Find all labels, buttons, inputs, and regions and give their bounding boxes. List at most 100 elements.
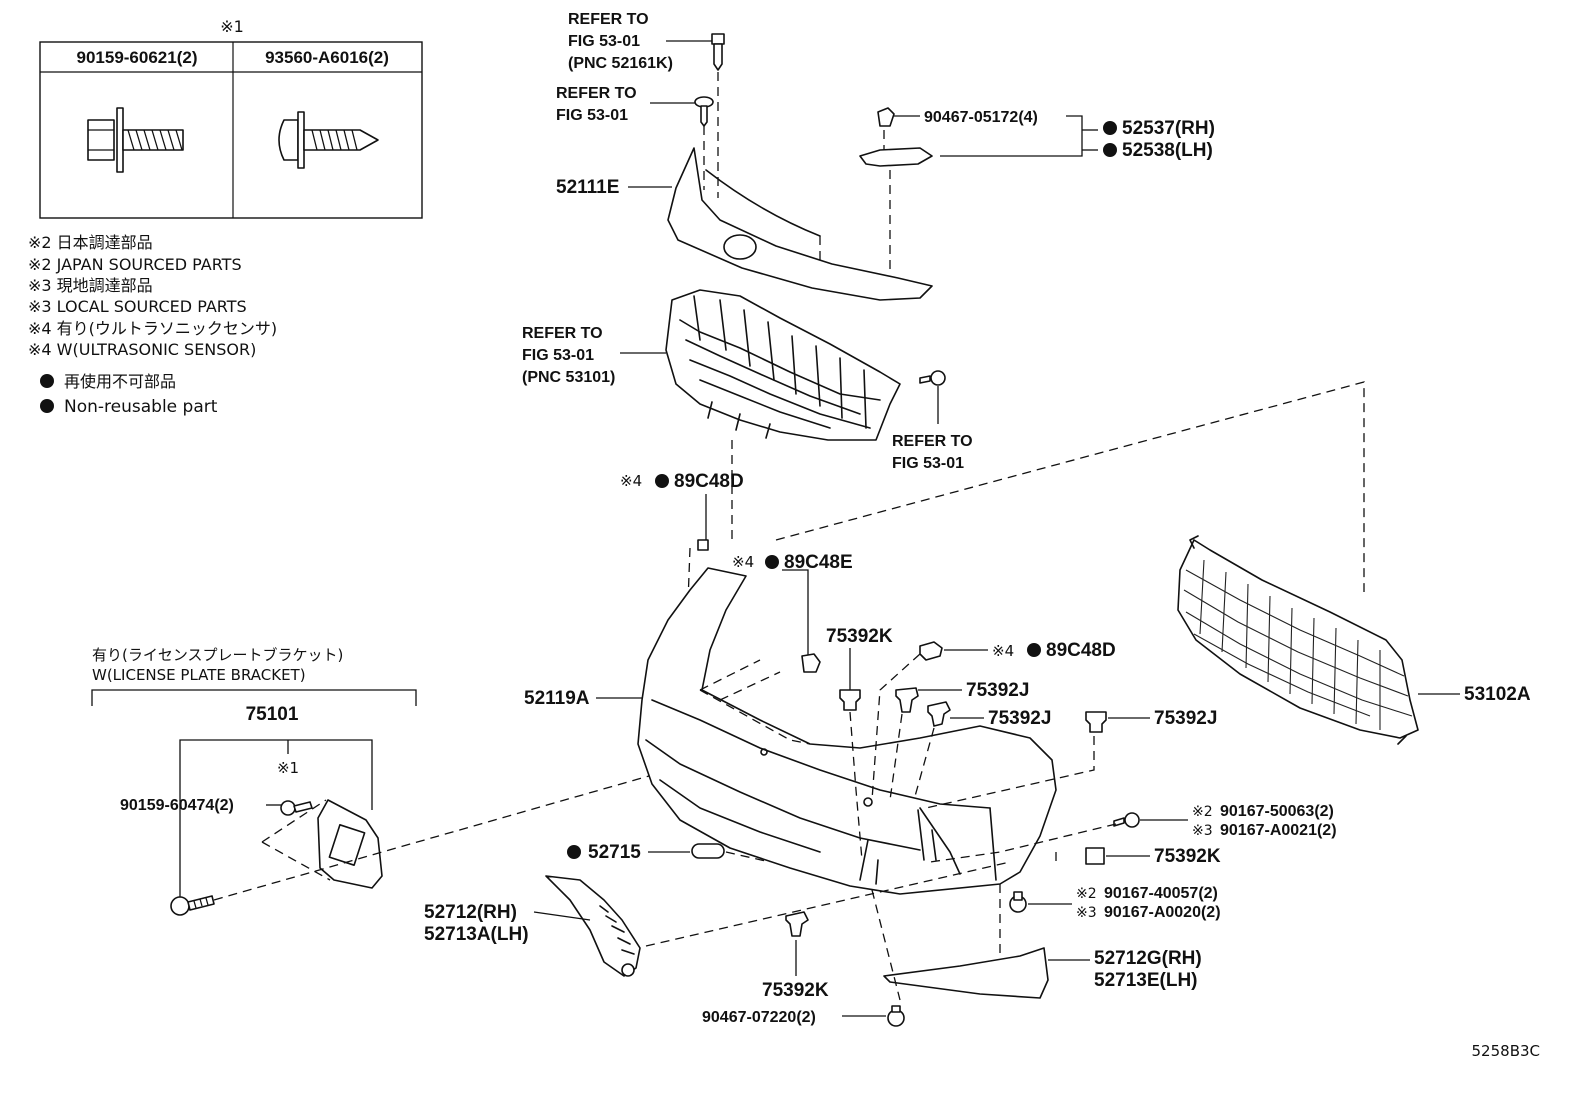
pan-screw-icon	[278, 111, 379, 169]
mark-3: ※3	[1076, 905, 1097, 921]
clip-icon	[839, 689, 861, 711]
part-52713A: 52713A(LH)	[424, 924, 529, 945]
figure-code: 5258B3C	[1472, 1042, 1540, 1060]
sensor-89C48E: 89C48E	[784, 552, 853, 573]
refer-label: REFER TO	[522, 325, 603, 342]
hex-bolt-icon	[87, 107, 184, 173]
refer-label: REFER TO	[568, 11, 649, 28]
nonreusable-en: Non-reusable part	[64, 397, 218, 417]
mark-4: ※4	[620, 472, 642, 490]
emblem-panel-52111E	[667, 147, 933, 301]
mark-4: ※4	[992, 642, 1014, 660]
refer-label: FIG 53-01	[892, 455, 964, 472]
license-bracket-plate	[317, 799, 383, 889]
screw-icon	[1009, 891, 1027, 913]
part-75392K: 75392K	[762, 980, 829, 1001]
bumper-extension-left	[545, 875, 641, 977]
fastener-legend-table: ※1 90159-60621(2) 93560-A6016(2)	[39, 17, 423, 219]
license-title-en: W(LICENSE PLATE BRACKET)	[92, 666, 306, 684]
sensor-89C48D: 89C48D	[674, 471, 744, 492]
mark-2: ※2	[1192, 804, 1213, 820]
legend-screw-part: 93560-A6016(2)	[265, 48, 389, 67]
part-52712: 52712(RH)	[424, 902, 517, 923]
clip-90467-05172: 90467-05172(4)	[924, 109, 1038, 126]
screw-icon	[694, 96, 714, 127]
refer-label: REFER TO	[556, 85, 637, 102]
part-75101: 75101	[246, 704, 299, 725]
refer-label: FIG 53-01	[556, 107, 628, 124]
nonreusable-dot-icon	[765, 555, 779, 569]
refer-label: FIG 53-01	[568, 33, 640, 50]
nonreusable-jp: 再使用不可部品	[64, 372, 176, 391]
part-53102A: 53102A	[1464, 684, 1531, 705]
clip-icon	[1085, 847, 1105, 865]
part-75392K: 75392K	[826, 626, 893, 647]
part-75392J: 75392J	[988, 708, 1051, 729]
screw-90167-40057: 90167-40057(2)	[1104, 885, 1218, 902]
note-2: ※2 JAPAN SOURCED PARTS	[28, 255, 242, 274]
refer-label: (PNC 53101)	[522, 369, 615, 386]
legend-bolt-part: 90159-60621(2)	[77, 48, 198, 67]
screw-90167-A0021: 90167-A0021(2)	[1220, 822, 1337, 839]
refer-label: FIG 53-01	[522, 347, 594, 364]
lower-grille	[1177, 535, 1419, 745]
part-75392J: 75392J	[966, 680, 1029, 701]
part-52111E: 52111E	[556, 177, 619, 198]
sensor-retainer	[919, 641, 943, 661]
seal-52715	[691, 843, 725, 859]
bracket-52537	[859, 147, 933, 167]
clip-icon	[1085, 711, 1107, 733]
license-mark: ※1	[277, 759, 299, 777]
note-1: ※2 日本調達部品	[28, 233, 153, 252]
note-6: ※4 W(ULTRASONIC SENSOR)	[28, 340, 256, 359]
part-52712G: 52712G(RH)	[1094, 948, 1202, 969]
mark-2: ※2	[1076, 886, 1097, 902]
bolt-90159-60474: 90159-60474(2)	[120, 797, 234, 814]
note-5: ※4 有り(ウルトラソニックセンサ)	[28, 319, 277, 338]
grille-frame	[665, 289, 901, 441]
clip-icon	[711, 33, 725, 71]
sensor-retainer	[697, 539, 709, 551]
part-52713E: 52713E(LH)	[1094, 970, 1198, 991]
nonreusable-dot-icon	[1027, 643, 1041, 657]
clip-icon	[887, 1005, 905, 1027]
screw-90167-50063: 90167-50063(2)	[1220, 803, 1334, 820]
nonreusable-dot-icon	[1103, 121, 1117, 135]
license-plate-bracket-group: 有り(ライセンスプレートブラケット) W(LICENSE PLATE BRACK…	[91, 646, 741, 916]
part-75392K: 75392K	[1154, 846, 1221, 867]
part-52715: 52715	[588, 842, 641, 863]
clip-90467-07220: 90467-07220(2)	[702, 1009, 816, 1026]
clip-icon	[877, 107, 895, 127]
front-bumper-cover	[637, 567, 1057, 895]
lower-spoiler	[883, 947, 1049, 999]
bolt-icon	[170, 895, 215, 916]
part-52119A: 52119A	[524, 688, 590, 709]
mark-3: ※3	[1192, 823, 1213, 839]
nonreusable-dot-icon	[40, 374, 54, 388]
screw-90167-A0020: 90167-A0020(2)	[1104, 904, 1221, 921]
sensor-89C48D-right: 89C48D	[1046, 640, 1116, 661]
nonreusable-dot-icon	[655, 474, 669, 488]
screw-icon	[1113, 812, 1140, 828]
note-4: ※3 LOCAL SOURCED PARTS	[28, 297, 247, 316]
screw-icon	[919, 370, 946, 386]
nonreusable-dot-icon	[40, 399, 54, 413]
refer-label: (PNC 52161K)	[568, 55, 673, 72]
sensor-retainer	[801, 653, 821, 673]
nonreusable-dot-icon	[1103, 143, 1117, 157]
license-title-jp: 有り(ライセンスプレートブラケット)	[92, 646, 343, 664]
clip-icon	[785, 911, 809, 937]
legend-mark: ※1	[220, 17, 244, 36]
note-3: ※3 現地調達部品	[28, 276, 153, 295]
nonreusable-dot-icon	[567, 845, 581, 859]
mark-4: ※4	[732, 553, 754, 571]
clip-icon	[927, 701, 951, 727]
part-75392J: 75392J	[1154, 708, 1217, 729]
notes: ※2 日本調達部品 ※2 JAPAN SOURCED PARTS ※3 現地調達…	[28, 233, 277, 417]
clip-icon	[895, 687, 919, 713]
bolt-icon	[280, 800, 313, 816]
part-52538: 52538(LH)	[1122, 140, 1213, 161]
part-52537: 52537(RH)	[1122, 118, 1215, 139]
refer-label: REFER TO	[892, 433, 973, 450]
